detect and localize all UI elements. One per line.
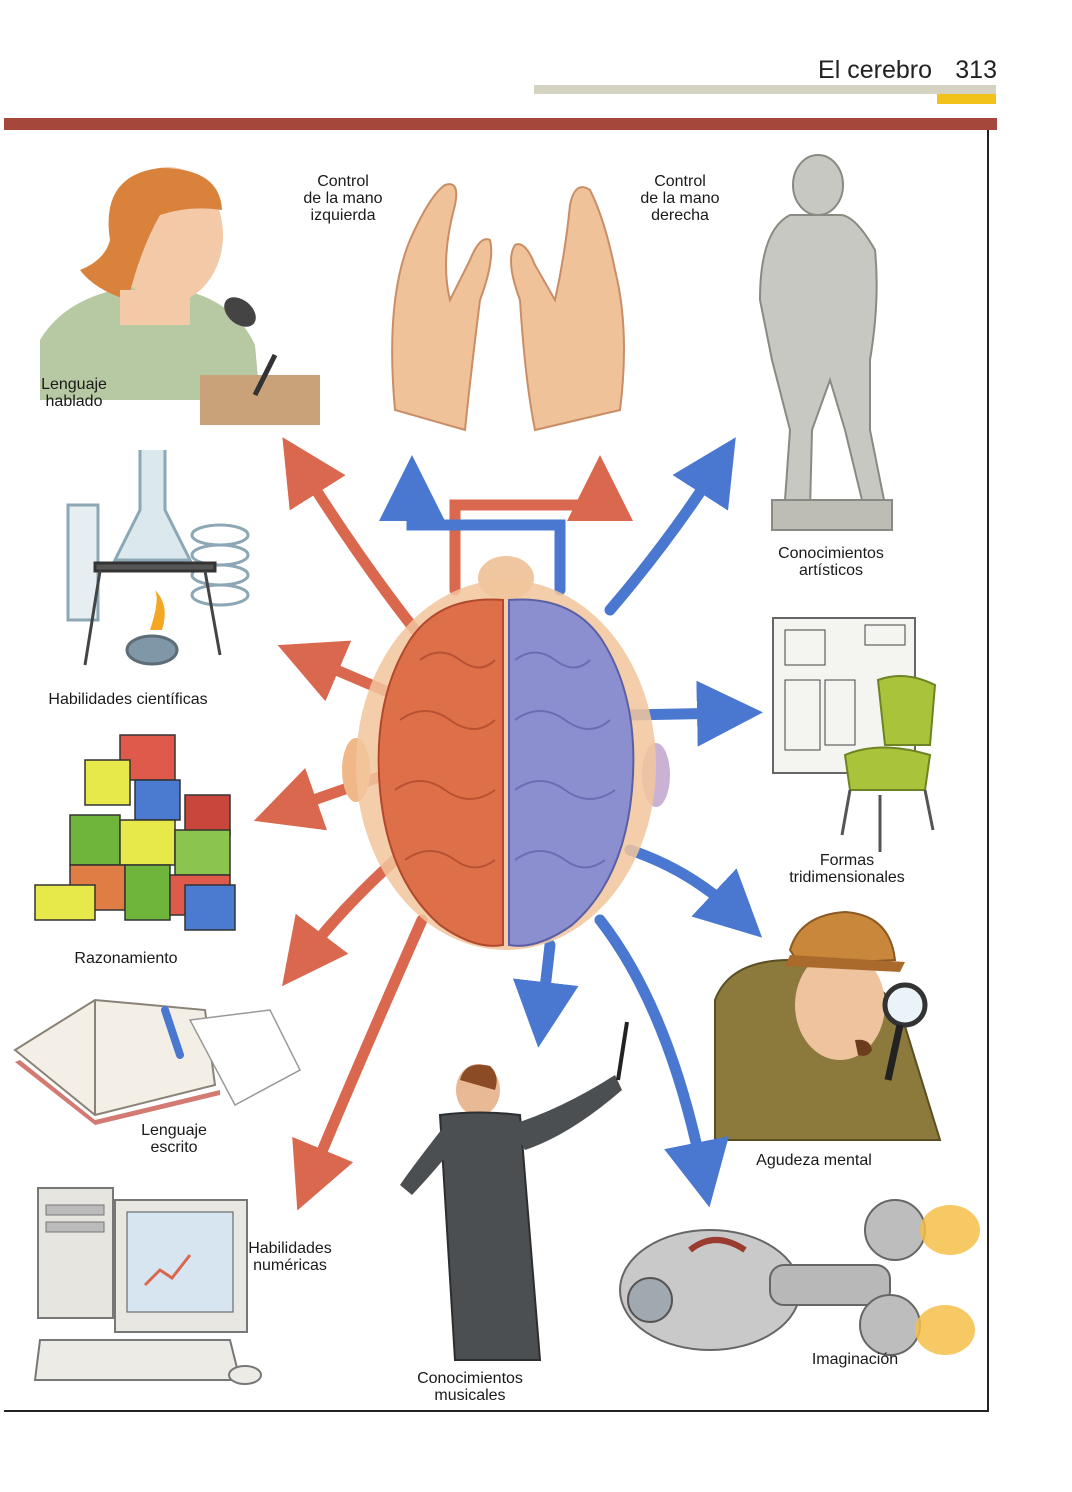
- label-line: de la mano: [640, 190, 720, 207]
- label-line: hablado: [45, 393, 103, 410]
- label-line: derecha: [651, 207, 709, 224]
- header-accent-tab: [937, 94, 996, 104]
- block-puzzle-illustration: [34, 734, 236, 931]
- label-line: de la mano: [303, 190, 383, 207]
- label-spoken-language: Lenguaje hablado: [24, 376, 124, 410]
- hands-illustration: [391, 183, 625, 432]
- label-line: Conocimientos: [417, 1370, 523, 1387]
- label-line: Control: [654, 173, 706, 190]
- label-right-hand-control: Control de la mano derecha: [620, 173, 740, 224]
- section-title: El cerebro: [818, 56, 932, 84]
- figure-top-band: [4, 118, 997, 130]
- brain-head: [342, 556, 670, 950]
- figure-frame: [4, 118, 989, 1412]
- lab-equipment-illustration: [66, 450, 250, 666]
- page-number: 313: [955, 56, 997, 84]
- book-illustration: [13, 998, 301, 1125]
- conductor-illustration: [400, 1021, 629, 1361]
- right-hemisphere-arrows: [379, 437, 763, 1208]
- left-hemisphere: [377, 598, 504, 947]
- label-three-d-forms: Formas tridimensionales: [772, 852, 922, 886]
- label-reasoning: Razonamiento: [74, 950, 178, 967]
- label-line: izquierda: [310, 207, 376, 224]
- label-written-language: Lenguaje escrito: [124, 1122, 224, 1156]
- header-rule: [534, 85, 996, 94]
- label-imagination: Imaginación: [811, 1351, 899, 1368]
- label-line: Habilidades: [248, 1240, 332, 1257]
- label-musical-knowledge: Conocimientos musicales: [400, 1370, 540, 1404]
- label-line: artísticos: [798, 562, 863, 579]
- right-hemisphere: [508, 598, 635, 947]
- spaceship-illustration: [619, 1199, 980, 1356]
- label-artistic-knowledge: Conocimientos artísticos: [761, 545, 901, 579]
- label-line: Formas: [819, 852, 875, 869]
- label-line: Lenguaje: [41, 376, 107, 393]
- label-mental-acuity: Agudeza mental: [756, 1152, 872, 1169]
- label-line: escrito: [150, 1139, 198, 1156]
- label-line: Control: [317, 173, 369, 190]
- label-numeric-skills: Habilidades numéricas: [240, 1240, 340, 1274]
- label-line: Lenguaje: [141, 1122, 207, 1139]
- label-line: musicales: [434, 1387, 506, 1404]
- speaker-illustration: [40, 167, 320, 425]
- label-scientific-skills: Habilidades científicas: [48, 691, 208, 708]
- detective-illustration: [714, 910, 942, 1141]
- label-line: numéricas: [253, 1257, 327, 1274]
- label-line: Conocimientos: [778, 545, 884, 562]
- label-left-hand-control: Control de la mano izquierda: [283, 173, 403, 224]
- drawing-chair-illustration: [772, 617, 937, 852]
- computer-illustration: [33, 1187, 262, 1385]
- label-line: tridimensionales: [789, 869, 905, 886]
- statue-illustration: [758, 154, 893, 531]
